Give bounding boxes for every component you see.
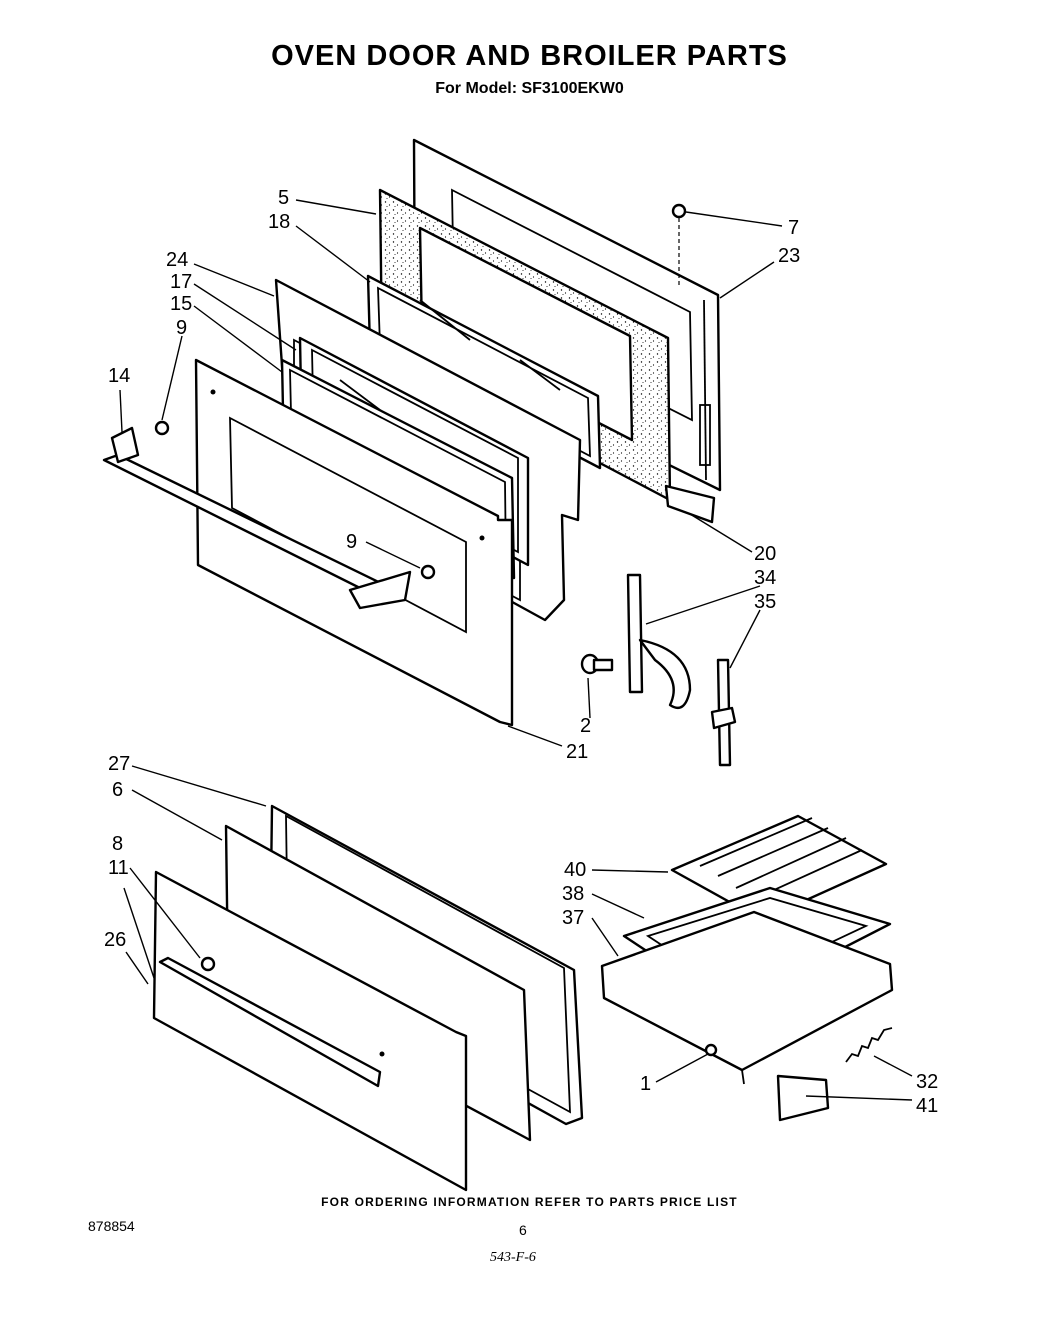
broiler-frame-part-37 — [600, 910, 894, 1085]
handwritten-code: 543-F-6 — [490, 1250, 536, 1265]
callout-26: 26 — [104, 929, 126, 951]
door-handle-part-14 — [102, 426, 412, 610]
spring-part-32 — [845, 1027, 893, 1063]
callout-9-upper: 9 — [176, 317, 187, 339]
callout-21: 21 — [566, 741, 588, 763]
leader-lines — [119, 199, 913, 1101]
callout-27: 27 — [108, 753, 130, 775]
drawer-front-panel-part-26 — [152, 870, 468, 1192]
callout-15: 15 — [170, 293, 192, 315]
callout-35: 35 — [754, 591, 776, 613]
callout-1: 1 — [640, 1073, 651, 1095]
callout-32: 32 — [916, 1071, 938, 1093]
page-number: 6 — [519, 1222, 527, 1238]
callout-23: 23 — [778, 245, 800, 267]
callout-2: 2 — [580, 715, 591, 737]
callout-9-lower: 9 — [346, 531, 357, 553]
bracket-part-20 — [664, 484, 716, 524]
callout-38: 38 — [562, 883, 584, 905]
callout-14: 14 — [108, 365, 130, 387]
callout-34: 34 — [754, 567, 776, 589]
callout-20: 20 — [754, 543, 776, 565]
callout-labels: 5 18 24 17 15 9 14 7 23 20 34 35 2 21 9 … — [104, 187, 938, 1117]
callout-41: 41 — [916, 1095, 938, 1117]
model-line: For Model: SF3100EKW0 — [435, 80, 624, 97]
callout-11: 11 — [108, 857, 129, 879]
page-title: OVEN DOOR AND BROILER PARTS — [271, 40, 788, 72]
callout-8: 8 — [112, 833, 123, 855]
screw-part-7 — [671, 203, 687, 285]
callout-37: 37 — [562, 907, 584, 929]
ordering-note: FOR ORDERING INFORMATION REFER TO PARTS … — [321, 1195, 738, 1209]
spacer-part-9 — [154, 420, 436, 580]
callout-18: 18 — [268, 211, 290, 233]
callout-17: 17 — [170, 271, 192, 293]
hinge-part-35 — [710, 658, 737, 767]
document-number: 878854 — [88, 1218, 135, 1234]
hinge-part-34 — [626, 573, 692, 710]
drawer-bracket-part-41 — [776, 1074, 830, 1122]
callout-5: 5 — [278, 187, 289, 209]
callout-7: 7 — [788, 217, 799, 239]
callout-24: 24 — [166, 249, 188, 271]
outer-door-panel-part-21 — [194, 358, 514, 727]
callout-6: 6 — [112, 779, 123, 801]
callout-40: 40 — [564, 859, 586, 881]
hinge-pin-part-2 — [580, 653, 614, 675]
